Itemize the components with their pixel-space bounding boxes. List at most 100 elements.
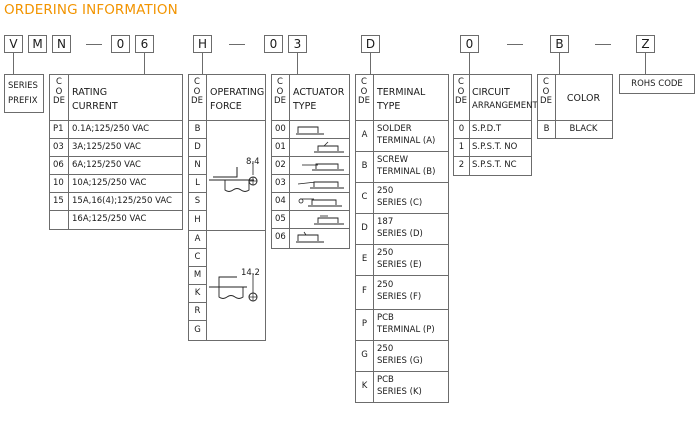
force-code: S [194,196,201,206]
terminal-code: B [361,161,368,171]
circuit-code: 0 [458,124,465,134]
part-box-force: H [193,35,212,53]
circuit-header-1: CIRCUIT [472,87,510,98]
terminal-code: D [361,223,368,233]
circuit-code: 2 [458,160,465,170]
terminal-line1: 250 [377,280,394,290]
force-code: L [195,178,200,188]
terminal-table: CODE TERMINAL TYPE A SOLDER TERMINAL (A)… [355,74,449,403]
series-prefix-box: SERIES PREFIX [4,74,44,113]
actuator-code: 01 [275,142,286,152]
color-header: COLOR [566,93,601,104]
actuator-code: 06 [275,232,286,242]
part-box-actuator-2: 3 [288,35,307,53]
part-box-terminal: D [361,35,380,53]
connector-line [370,53,371,74]
operating-force-header-2: FORCE [210,101,242,112]
force-code: K [194,288,201,298]
terminal-line1: PCB [377,313,394,323]
terminal-line1: 187 [377,217,394,227]
code-column-label: CODE [191,77,203,106]
actuator-header-1: ACTUATOR [293,87,345,98]
circuit-value: S.P.S.T. NC [472,160,517,170]
terminal-code: F [362,286,367,296]
terminal-line1: SCREW [377,155,409,165]
part-box-rating-2: 6 [135,35,154,53]
circuit-table: CODE CIRCUIT ARRANGEMENT 0 S.P.D.T 1 S.P… [453,74,538,176]
terminal-line2: TERMINAL (P) [377,325,435,335]
operating-force-diagram-2 [209,273,258,302]
rating-table: CODE RATING CURRENT P1 0.1A;125/250 VAC … [49,74,183,230]
part-box-series-n: N [52,35,71,53]
terminal-line2: SERIES (D) [377,229,423,239]
terminal-line2: TERMINAL (A) [377,136,436,146]
code-column-label: CODE [540,77,552,106]
rating-code: 15 [53,196,64,206]
rating-code: 03 [53,142,64,152]
actuator-code: 04 [275,196,286,206]
connector-line [297,53,298,74]
force-code: H [194,215,201,225]
color-code: B [543,124,550,134]
part-box-series-m: M [28,35,47,53]
separator-dash [229,44,245,45]
code-column-label: CODE [358,77,370,106]
actuator-table: CODE ACTUATOR TYPE 00 01 02 03 04 05 06 [271,74,350,249]
connector-line [13,53,14,74]
part-box-actuator-1: 0 [264,35,283,53]
operating-force-diagram-1 [209,161,258,192]
rating-value: 3A;125/250 VAC [72,142,141,152]
force-dimension-2: 14.2 [241,268,260,278]
actuator-header-2: TYPE [293,101,317,112]
code-column-label: CODE [53,77,65,106]
rohs-code-label: ROHS CODE [631,79,683,89]
part-box-circuit: 0 [460,35,479,53]
actuator-code: 03 [275,178,286,188]
rohs-code-box: ROHS CODE [619,74,695,94]
force-code: N [194,160,201,170]
force-code: C [194,252,201,262]
actuator-02-icon [302,163,344,171]
rating-code: P1 [53,124,64,134]
force-code: D [194,142,201,152]
force-code: R [194,306,201,316]
circuit-value: S.P.S.T. NO [472,142,518,152]
rating-value: 0.1A;125/250 VAC [72,124,150,134]
rating-value: 16A;125/250 VAC [72,214,147,224]
part-box-color: B [550,35,569,53]
color-table: CODE COLOR B BLACK [537,74,613,139]
rating-value: 6A;125/250 VAC [72,160,141,170]
connector-line [645,53,646,74]
terminal-line1: PCB [377,375,394,385]
terminal-line2: SERIES (C) [377,198,423,208]
actuator-00-icon [296,126,324,135]
terminal-line2: SERIES (F) [377,292,422,302]
code-column-label: CODE [455,77,467,106]
series-prefix-label-1: SERIES [8,81,38,91]
rating-code: 06 [53,160,64,170]
terminal-line1: 250 [377,344,394,354]
force-code: G [194,325,201,335]
operating-force-header-1: OPERATING [210,87,265,98]
terminal-code: P [361,319,368,329]
rating-header-2: CURRENT [72,101,118,112]
force-code: B [194,124,201,134]
terminal-line1: SOLDER [377,124,412,134]
rating-header-1: RATING [72,87,108,98]
actuator-05-icon [314,215,344,225]
actuator-code: 00 [275,124,286,134]
separator-dash [86,44,102,45]
circuit-header-2: ARRANGEMENT [472,101,538,111]
terminal-line2: SERIES (K) [377,387,422,397]
connector-line [469,53,470,74]
actuator-03-icon [297,181,344,189]
actuator-01-icon [314,141,344,153]
rating-value: 15A,16(4);125/250 VAC [72,196,172,206]
code-column-label: CODE [274,77,286,106]
operating-force-table: CODE OPERATING FORCE B D N L S H A C M K… [188,74,266,341]
actuator-code: 02 [275,160,286,170]
series-prefix-label-2: PREFIX [8,96,38,106]
terminal-code: E [361,254,368,264]
terminal-header-1: TERMINAL [377,87,426,98]
connector-line [202,53,203,74]
